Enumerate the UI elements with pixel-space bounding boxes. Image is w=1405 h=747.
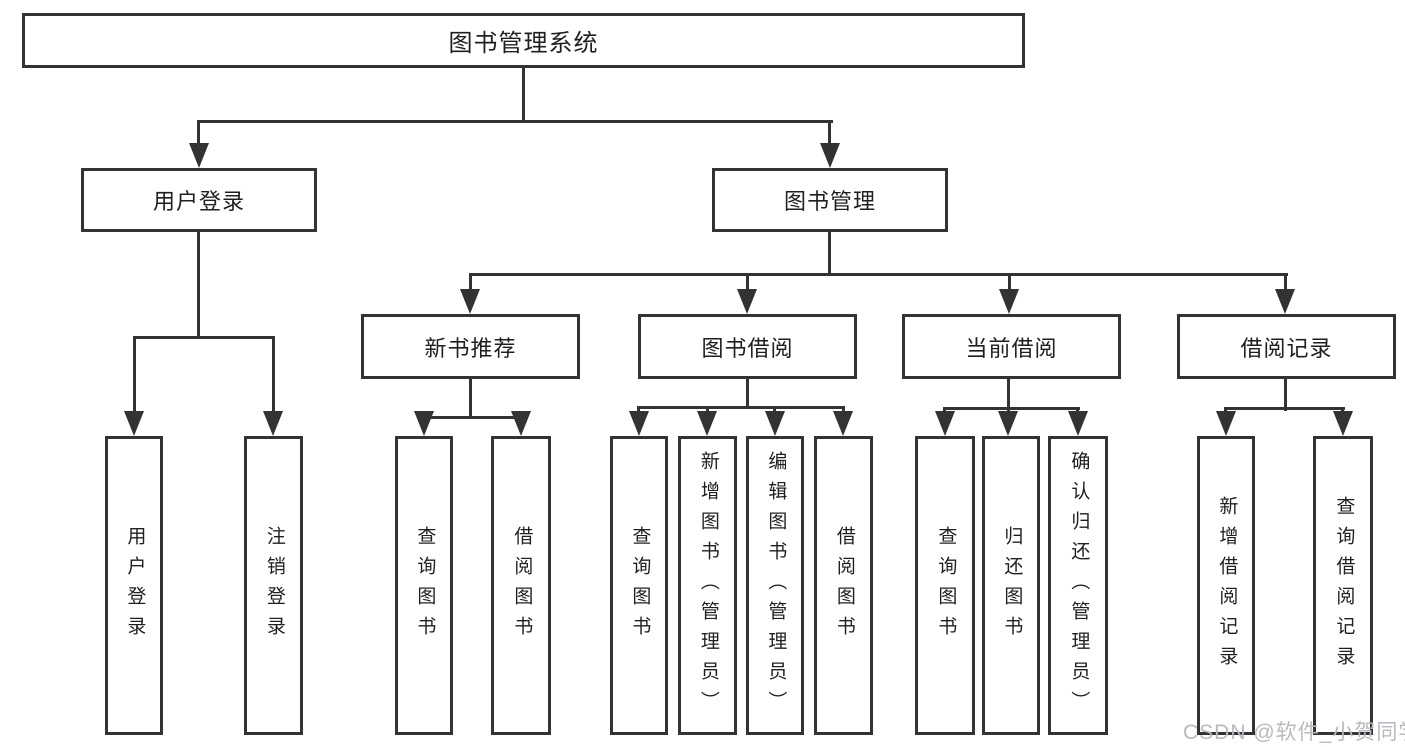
- node-label: 新增图书（管理员）: [697, 450, 719, 721]
- connector-line: [1284, 273, 1287, 291]
- node-user-login: 用户登录: [81, 168, 317, 232]
- connector-line: [1008, 273, 1011, 291]
- arrowhead: [935, 411, 955, 436]
- connector-line: [133, 336, 275, 339]
- leaf-add-borrow-record: 新增借阅记录: [1197, 436, 1255, 735]
- node-label: 借阅记录: [1240, 335, 1333, 361]
- arrowhead: [765, 411, 785, 436]
- node-label: 查询图书: [935, 525, 957, 646]
- connector-line: [1007, 407, 1010, 414]
- arrowhead: [189, 143, 209, 168]
- leaf-query-books-recommend: 查询图书: [395, 436, 453, 735]
- connector-line: [773, 406, 776, 414]
- connector-line: [197, 230, 200, 339]
- arrowhead: [820, 143, 840, 168]
- connector-line: [828, 120, 831, 148]
- connector-line: [272, 336, 275, 414]
- node-book-borrow: 图书借阅: [638, 314, 857, 379]
- node-label: 当前借阅: [965, 335, 1058, 361]
- connector-line: [706, 406, 709, 414]
- node-label: 查询借阅记录: [1333, 495, 1355, 676]
- connector-line: [637, 406, 845, 409]
- connector-line: [637, 406, 640, 414]
- node-label: 新增借阅记录: [1216, 495, 1238, 676]
- node-label: 编辑图书（管理员）: [765, 450, 787, 721]
- arrowhead: [833, 411, 853, 436]
- connector-line: [943, 407, 946, 414]
- leaf-user-login: 用户登录: [105, 436, 163, 735]
- arrowhead: [1333, 411, 1353, 436]
- leaf-borrow-books: 借阅图书: [814, 436, 873, 735]
- node-root-system: 图书管理系统: [22, 13, 1025, 68]
- node-label: 借阅图书: [833, 525, 855, 646]
- leaf-edit-book-admin: 编辑图书（管理员）: [746, 436, 804, 735]
- node-book-management: 图书管理: [712, 168, 948, 232]
- connector-line: [469, 377, 472, 419]
- connector-line: [1224, 407, 1227, 414]
- leaf-query-books-borrow: 查询图书: [610, 436, 668, 735]
- arrowhead: [414, 411, 434, 436]
- connector-line: [746, 377, 749, 409]
- node-label: 图书借阅: [701, 335, 794, 361]
- arrowhead: [1068, 411, 1088, 436]
- arrowhead: [263, 411, 283, 436]
- node-label: 用户登录: [124, 525, 146, 646]
- node-label: 注销登录: [263, 525, 285, 646]
- connector-line: [197, 120, 833, 123]
- connector-line: [1007, 377, 1010, 411]
- node-new-book-recommend: 新书推荐: [361, 314, 580, 379]
- arrowhead: [998, 411, 1018, 436]
- connector-line: [422, 416, 522, 419]
- connector-line: [943, 407, 1080, 410]
- arrowhead: [124, 411, 144, 436]
- connector-line: [133, 336, 136, 414]
- connector-line: [842, 406, 845, 414]
- node-label: 查询图书: [414, 525, 436, 646]
- connector-line: [1224, 407, 1345, 410]
- node-label: 用户登录: [152, 189, 245, 214]
- connector-line: [469, 273, 1288, 276]
- connector-line: [1284, 377, 1287, 411]
- node-current-borrow: 当前借阅: [902, 314, 1121, 379]
- node-borrow-records: 借阅记录: [1177, 314, 1396, 379]
- arrowhead: [511, 411, 531, 436]
- connector-line: [1341, 407, 1344, 414]
- connector-line: [197, 120, 200, 148]
- leaf-confirm-return-admin: 确认归还（管理员）: [1048, 436, 1108, 735]
- node-label: 借阅图书: [511, 525, 533, 646]
- node-label: 归还图书: [1001, 525, 1023, 646]
- arrowhead: [737, 289, 757, 314]
- connector-line: [469, 273, 472, 291]
- arrowhead: [1216, 411, 1236, 436]
- leaf-query-borrow-record: 查询借阅记录: [1313, 436, 1373, 735]
- leaf-add-book-admin: 新增图书（管理员）: [678, 436, 737, 735]
- connector-line: [522, 66, 525, 122]
- leaf-logout: 注销登录: [244, 436, 303, 735]
- node-label: 图书管理: [783, 189, 876, 214]
- connector-line: [746, 273, 749, 291]
- leaf-borrow-books-recommend: 借阅图书: [491, 436, 551, 735]
- leaf-query-books-current: 查询图书: [915, 436, 975, 735]
- node-label: 查询图书: [629, 525, 651, 646]
- connector-line: [828, 230, 831, 276]
- arrowhead: [460, 289, 480, 314]
- arrowhead: [999, 289, 1019, 314]
- node-label: 确认归还（管理员）: [1068, 450, 1090, 721]
- node-label: 图书管理系统: [448, 30, 599, 57]
- leaf-return-books: 归还图书: [982, 436, 1040, 735]
- arrowhead: [629, 411, 649, 436]
- arrowhead: [1275, 289, 1295, 314]
- node-label: 新书推荐: [424, 335, 517, 361]
- connector-line: [1076, 407, 1079, 414]
- csdn-watermark: CSDN @软件_小贺同学: [1183, 721, 1405, 744]
- arrowhead: [697, 411, 717, 436]
